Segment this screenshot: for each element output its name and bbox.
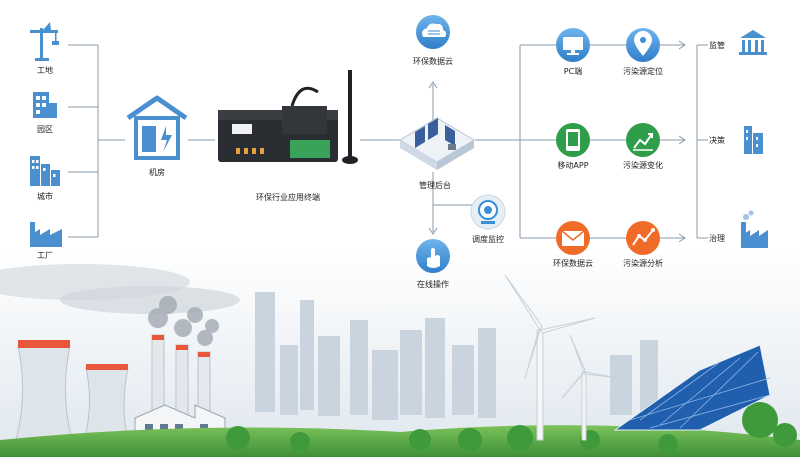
analysis-graph-icon [626, 221, 660, 255]
cloud-database-icon [416, 15, 450, 49]
factory-icon [30, 222, 62, 247]
function-label-locate: 污染源定位 [623, 67, 663, 76]
camera-monitor-icon [470, 194, 506, 230]
mobile-phone-icon [556, 123, 590, 157]
decision-buildings-icon [744, 126, 763, 154]
wind-turbine [504, 274, 621, 441]
government-building-icon [739, 30, 767, 55]
dispatch-label: 调度监控 [472, 235, 504, 244]
pc-monitor-icon [556, 28, 590, 62]
green-hill [0, 425, 800, 457]
terminal-label: 环保行业应用终端 [256, 193, 320, 202]
trend-chart-icon [626, 123, 660, 157]
machine-room-label: 机房 [149, 168, 165, 177]
mail-cloud-icon [556, 221, 590, 255]
touch-operation-icon [416, 239, 450, 273]
channel-label-pc: PC端 [563, 67, 583, 76]
source-label-city: 城市 [37, 192, 53, 201]
solar-panels [613, 344, 771, 431]
machine-room-icon [126, 95, 188, 160]
governance-factory-icon [741, 210, 768, 248]
backend-server-icon [399, 117, 475, 170]
skyline-background [0, 250, 800, 457]
channel-label-mobile: 移动APP [557, 161, 589, 170]
source-label-park: 园区 [37, 125, 53, 134]
backend-label: 管理后台 [419, 181, 451, 190]
terminal-device-icon [218, 70, 358, 164]
connector-lines [68, 40, 708, 243]
cooling-tower [15, 344, 73, 441]
city-buildings-icon [30, 156, 60, 186]
park-building-icon [33, 92, 57, 118]
outcome-label-govern: 治理 [709, 234, 725, 243]
function-label-change: 污染源变化 [623, 161, 663, 170]
channel-label-cloud: 环保数据云 [553, 259, 593, 268]
source-label-site: 工地 [37, 66, 53, 75]
source-label-factory: 工厂 [37, 251, 53, 260]
cloud-top-label: 环保数据云 [413, 57, 453, 66]
function-label-analysis: 污染源分析 [623, 259, 663, 268]
online-op-label: 在线操作 [417, 280, 449, 289]
outcome-label-supervise: 监管 [709, 41, 725, 50]
location-pin-icon [626, 28, 660, 62]
crane-icon [30, 22, 59, 61]
outcome-label-decision: 决策 [709, 136, 725, 145]
